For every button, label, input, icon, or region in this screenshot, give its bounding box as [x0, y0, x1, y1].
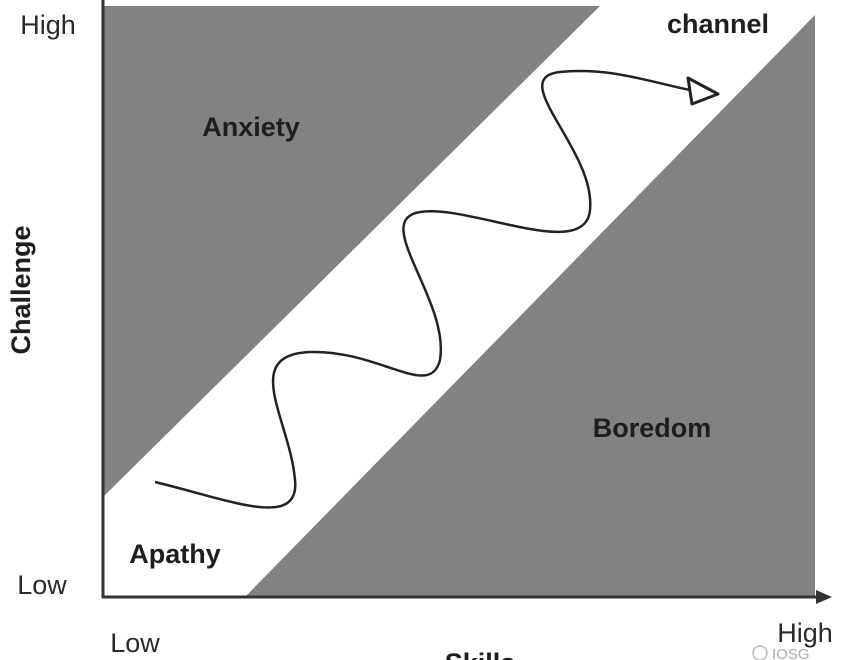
anxiety-label: Anxiety [202, 112, 300, 142]
watermark-logo-icon [752, 645, 768, 660]
wave-arrowhead-icon [686, 76, 720, 106]
x-axis-low-label: Low [110, 628, 160, 658]
boredom-label: Boredom [593, 413, 712, 443]
anxiety-region [103, 6, 600, 497]
flow-wave-path [154, 69, 691, 509]
y-axis-high-label: High [20, 10, 76, 40]
x-axis-title: Skills [445, 648, 516, 660]
x-axis-high-label: High [777, 618, 833, 648]
y-axis-low-label: Low [17, 570, 67, 600]
x-axis-arrow-icon [816, 590, 832, 604]
y-axis-title: Challenge [6, 225, 36, 354]
watermark-text: IOSG [772, 646, 810, 660]
channel-label: channel [667, 9, 769, 39]
apathy-label: Apathy [129, 539, 221, 569]
boredom-region [245, 15, 815, 597]
